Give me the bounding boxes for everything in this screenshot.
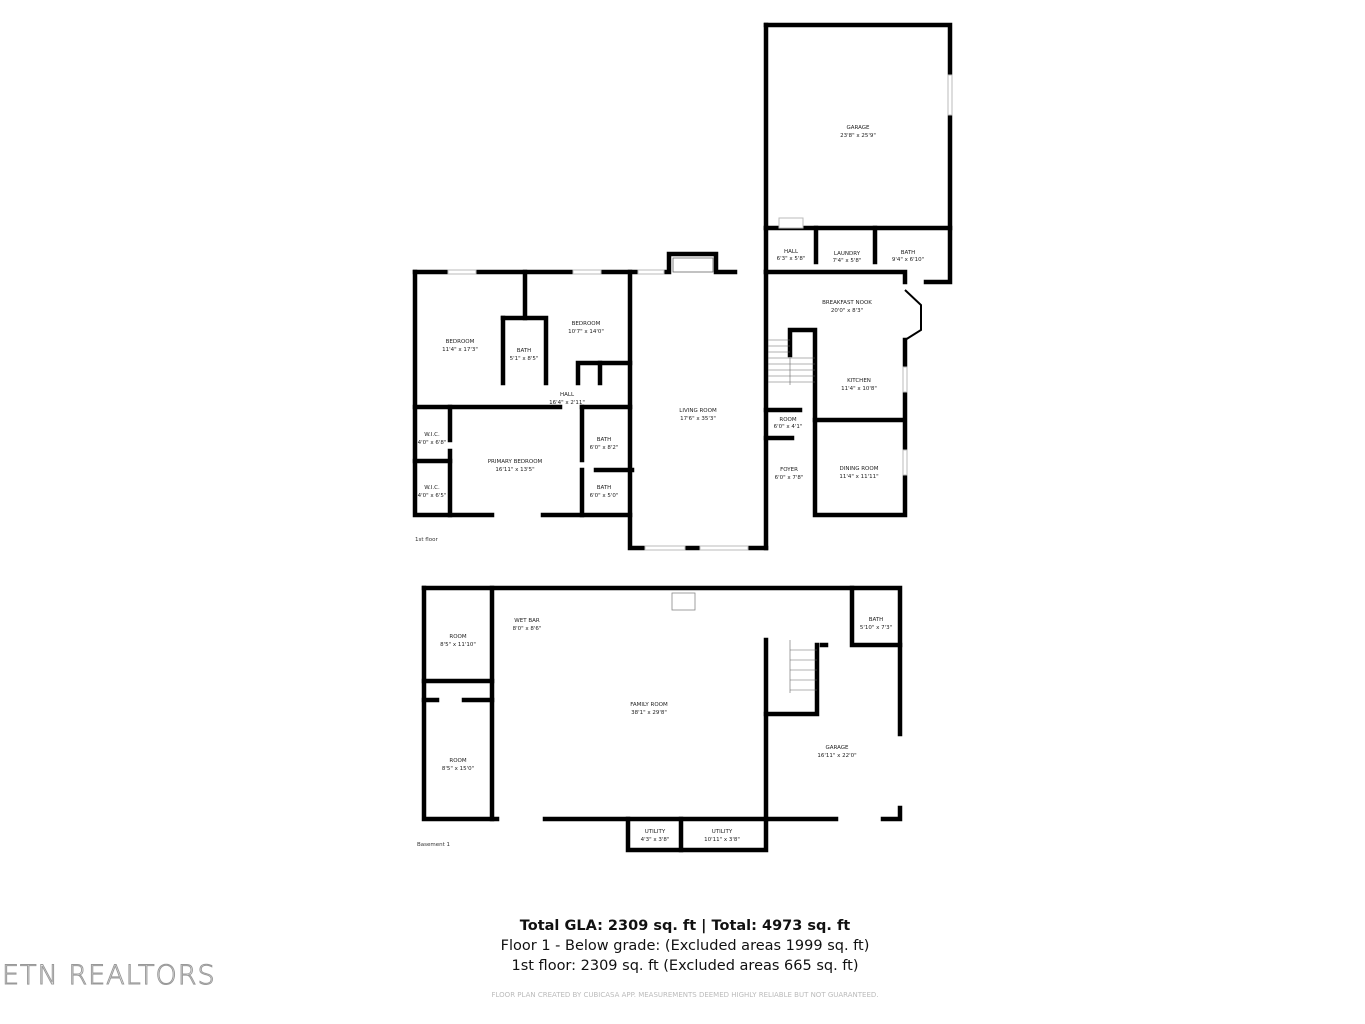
room-dimensions: 16'11" x 13'5"	[495, 467, 534, 473]
room-name: BATH	[869, 617, 884, 623]
room-dimensions: 6'0" x 7'8"	[775, 475, 804, 481]
room-basement-garage: GARAGE 16'11" x 22'0"	[817, 745, 856, 759]
room-name: UTILITY	[712, 829, 733, 835]
room-dimensions: 5'10" x 7'3"	[860, 625, 892, 631]
room-name: WET BAR	[514, 618, 540, 624]
room-dimensions: 6'0" x 8'2"	[590, 445, 619, 451]
room-name: FAMILY ROOM	[630, 702, 668, 708]
room-dimensions: 8'5" x 11'10"	[440, 642, 476, 648]
room-primary-bedroom: PRIMARY BEDROOM 16'11" x 13'5"	[488, 459, 543, 473]
floor-label: 1st floor	[415, 537, 438, 543]
room-dimensions: 9'4" x 6'10"	[892, 257, 924, 263]
room-dimensions: 7'4" x 5'8"	[833, 258, 862, 264]
room-utility-1: UTILITY 4'3" x 3'8"	[641, 829, 670, 843]
room-living: LIVING ROOM 17'6" x 35'3"	[679, 408, 717, 422]
room-name: UTILITY	[645, 829, 666, 835]
room-dimensions: 5'1" x 8'5"	[510, 356, 539, 362]
room-name: BATH	[517, 348, 532, 354]
first-floor-area: 1st floor: 2309 sq. ft (Excluded areas 6…	[511, 958, 859, 974]
room-bedroom-1: BEDROOM 11'4" x 17'3"	[442, 339, 478, 353]
room-dimensions: 11'4" x 17'3"	[442, 347, 478, 353]
room-dimensions: 16'4" x 2'11"	[549, 400, 585, 406]
room-dimensions: 38'1" x 29'8"	[631, 710, 667, 716]
room-name: FOYER	[780, 467, 798, 473]
room-name: BEDROOM	[572, 321, 601, 327]
room-family: FAMILY ROOM 38'1" x 29'8"	[630, 702, 668, 716]
room-name: HALL	[560, 392, 575, 398]
room-dimensions: 16'11" x 22'0"	[817, 753, 856, 759]
below-grade-area: Floor 1 - Below grade: (Excluded areas 1…	[500, 938, 870, 954]
room-name: LAUNDRY	[834, 251, 861, 257]
basement-room-labels: Basement 1 ROOM 8'5" x 11'10" WET BAR 8'0"…	[417, 617, 892, 848]
brand-logo: ETN REALTORS	[2, 960, 216, 992]
room-dimensions: 11'4" x 11'11"	[839, 474, 878, 480]
room-dimensions: 6'3" x 5'8"	[777, 256, 806, 262]
room-dimensions: 4'3" x 3'8"	[641, 837, 670, 843]
room-name: BEDROOM	[446, 339, 475, 345]
room-name: GARAGE	[825, 745, 849, 751]
room-wic-2: W.I.C. 4'0" x 6'5"	[418, 485, 447, 499]
room-dimensions: 17'6" x 35'3"	[680, 416, 716, 422]
disclaimer: FLOOR PLAN CREATED BY CUBICASA APP. MEAS…	[491, 991, 879, 999]
room-dimensions: 8'5" x 15'0"	[442, 766, 474, 772]
floor-label: Basement 1	[417, 842, 450, 848]
room-name: BATH	[901, 250, 916, 256]
room-kitchen: KITCHEN 11'4" x 10'8"	[841, 378, 877, 392]
room-name: W.I.C.	[424, 485, 440, 491]
room-name: KITCHEN	[847, 378, 871, 384]
room-name: ROOM	[779, 417, 796, 423]
room-dimensions: 4'0" x 6'8"	[418, 440, 447, 446]
room-breakfast-nook: BREAKFAST NOOK 20'0" x 8'3"	[822, 300, 872, 314]
room-name: BATH	[597, 437, 612, 443]
room-garage: GARAGE 23'8" x 25'9"	[840, 125, 876, 139]
room-name: DINING ROOM	[840, 466, 879, 472]
room-wet-bar: WET BAR 8'0" x 8'6"	[513, 618, 542, 632]
room-bath-2: BATH 5'1" x 8'5"	[510, 348, 539, 362]
room-wic-1: W.I.C. 4'0" x 6'8"	[418, 432, 447, 446]
windows	[447, 74, 953, 551]
room-basement-room-1: ROOM 8'5" x 11'10"	[440, 634, 476, 648]
room-hall-2: HALL 16'4" x 2'11"	[549, 392, 585, 406]
room-name: LIVING ROOM	[679, 408, 717, 414]
room-name: GARAGE	[846, 125, 870, 131]
room-name: W.I.C.	[424, 432, 440, 438]
room-dimensions: 6'0" x 5'0"	[590, 493, 619, 499]
room-foyer: FOYER 6'0" x 7'8"	[775, 467, 804, 481]
room-dimensions: 23'8" x 25'9"	[840, 133, 876, 139]
room-name: ROOM	[449, 634, 466, 640]
room-name: BATH	[597, 485, 612, 491]
room-dimensions: 8'0" x 8'6"	[513, 626, 542, 632]
room-dimensions: 10'11" x 3'8"	[704, 837, 740, 843]
room-dimensions: 4'0" x 6'5"	[418, 493, 447, 499]
first-floor-walls	[412, 22, 953, 551]
room-name: PRIMARY BEDROOM	[488, 459, 543, 465]
room-utility-2: UTILITY 10'11" x 3'8"	[704, 829, 740, 843]
room-basement-room-2: ROOM 8'5" x 15'0"	[442, 758, 474, 772]
room-name: ROOM	[449, 758, 466, 764]
room-dining: DINING ROOM 11'4" x 11'11"	[839, 466, 878, 480]
room-name: HALL	[784, 249, 799, 255]
total-area: Total GLA: 2309 sq. ft | Total: 4973 sq.…	[519, 918, 851, 934]
room-dimensions: 20'0" x 8'3"	[831, 308, 863, 314]
room-dimensions: 6'0" x 4'1"	[774, 424, 803, 430]
room-name: BREAKFAST NOOK	[822, 300, 872, 306]
room-bath-4: BATH 6'0" x 5'0"	[590, 485, 619, 499]
room-basement-bath: BATH 5'10" x 7'3"	[860, 617, 892, 631]
room-dimensions: 11'4" x 10'8"	[841, 386, 877, 392]
room-bedroom-2: BEDROOM 10'7" x 14'0"	[568, 321, 604, 335]
room-dimensions: 10'7" x 14'0"	[568, 329, 604, 335]
basement-walls	[421, 585, 903, 853]
room-bath-3: BATH 6'0" x 8'2"	[590, 437, 619, 451]
